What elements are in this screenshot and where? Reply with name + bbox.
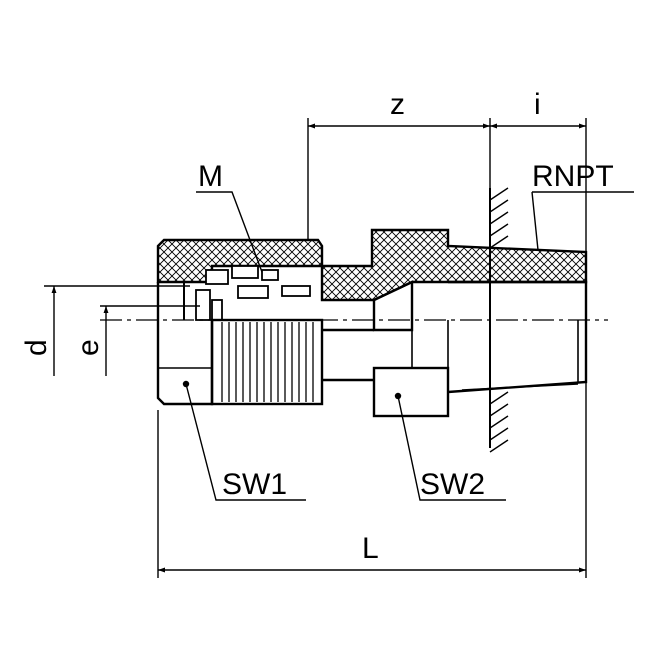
label-z: z <box>390 88 405 121</box>
label-i: i <box>534 88 541 121</box>
leader-dot-sw1 <box>182 380 190 388</box>
extension-lines <box>44 118 587 578</box>
leader-lines <box>185 191 634 501</box>
label-sw2: SW2 <box>420 468 485 501</box>
wall-section <box>489 187 509 453</box>
label-rnpt: RNPT <box>532 160 614 193</box>
label-l: L <box>362 532 379 565</box>
knurling <box>221 322 314 402</box>
label-sw1: SW1 <box>222 468 287 501</box>
fitting-section-upper <box>156 228 588 321</box>
leader-dot-sw2 <box>394 392 402 400</box>
label-e: e <box>72 339 105 356</box>
label-m: M <box>198 160 223 193</box>
label-d: d <box>20 339 53 356</box>
dimension-lines <box>51 123 586 573</box>
